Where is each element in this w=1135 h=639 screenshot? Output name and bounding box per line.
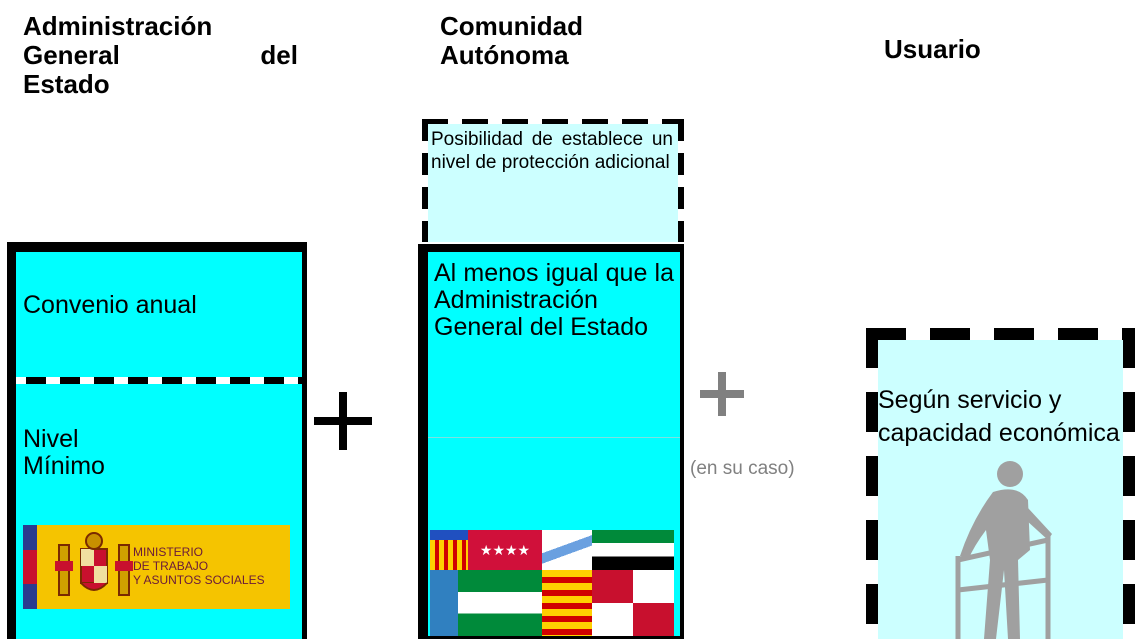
header-ca: Comunidad Autónoma: [440, 12, 640, 70]
ca-box-inner: Al menos igual que la Administración Gen…: [428, 252, 680, 636]
header-age-line-3: Estado: [23, 69, 110, 99]
flag-galicia-icon: [542, 530, 592, 570]
plus-operator-1: [314, 392, 372, 450]
header-age-line-2: General del: [23, 40, 298, 70]
header-age: Administración General del Estado: [23, 12, 298, 99]
ca-additional-text: Posibilidad de establece un nivel de pro…: [431, 129, 673, 173]
ca-main-text: Al menos igual que la Administración Gen…: [434, 259, 674, 341]
optional-note: (en su caso): [690, 458, 795, 479]
age-box: Convenio anual Nivel Mínimo MINISTERIO D…: [7, 242, 307, 639]
header-user: Usuario: [884, 34, 981, 64]
header-age-line-1: Administración: [23, 11, 213, 41]
flag-canarias-icon: [430, 570, 458, 636]
flag-extremadura-icon: [592, 530, 674, 570]
age-box-bottom: Nivel Mínimo MINISTERIO DE TRABAJO Y ASU…: [16, 384, 302, 639]
header-ca-line-1: Comunidad: [440, 11, 583, 41]
header-ca-line-2: Autónoma: [440, 40, 569, 70]
ca-separator: [428, 437, 680, 438]
user-box: Según servicio y capacidad económica: [866, 328, 1135, 639]
age-nivel-minimo-text: Nivel Mínimo: [23, 425, 105, 480]
flag-aragon-icon: [542, 570, 592, 636]
flag-andalucia-icon: [458, 570, 542, 636]
elderly-person-icon: [955, 461, 1052, 639]
plus-operator-2: [700, 372, 744, 416]
regional-flags: ★★★★: [430, 530, 674, 636]
ministry-logo-line-3: Y ASUNTOS SOCIALES: [133, 573, 265, 587]
age-box-top: Convenio anual: [16, 252, 302, 377]
age-convenio-text: Convenio anual: [23, 291, 197, 319]
flag-valencia-icon: [430, 530, 468, 570]
ministry-logo-line-2: DE TRABAJO: [133, 559, 209, 573]
flag-castilla-leon-icon: [592, 570, 674, 636]
ministry-logo: MINISTERIO DE TRABAJO Y ASUNTOS SOCIALES: [23, 525, 290, 609]
eu-flag-strip: [23, 525, 37, 609]
coat-of-arms-icon: [55, 532, 133, 596]
ca-box: Al menos igual que la Administración Gen…: [418, 244, 684, 639]
user-box-text: Según servicio y capacidad económica: [878, 386, 1120, 447]
age-dashed-divider: [16, 377, 302, 384]
flag-madrid-icon: ★★★★: [468, 530, 542, 570]
ministry-logo-line-1: MINISTERIO: [133, 545, 204, 559]
ministry-logo-text: MINISTERIO DE TRABAJO Y ASUNTOS SOCIALES: [133, 545, 265, 587]
ca-additional-box: Posibilidad de establece un nivel de pro…: [422, 119, 684, 242]
